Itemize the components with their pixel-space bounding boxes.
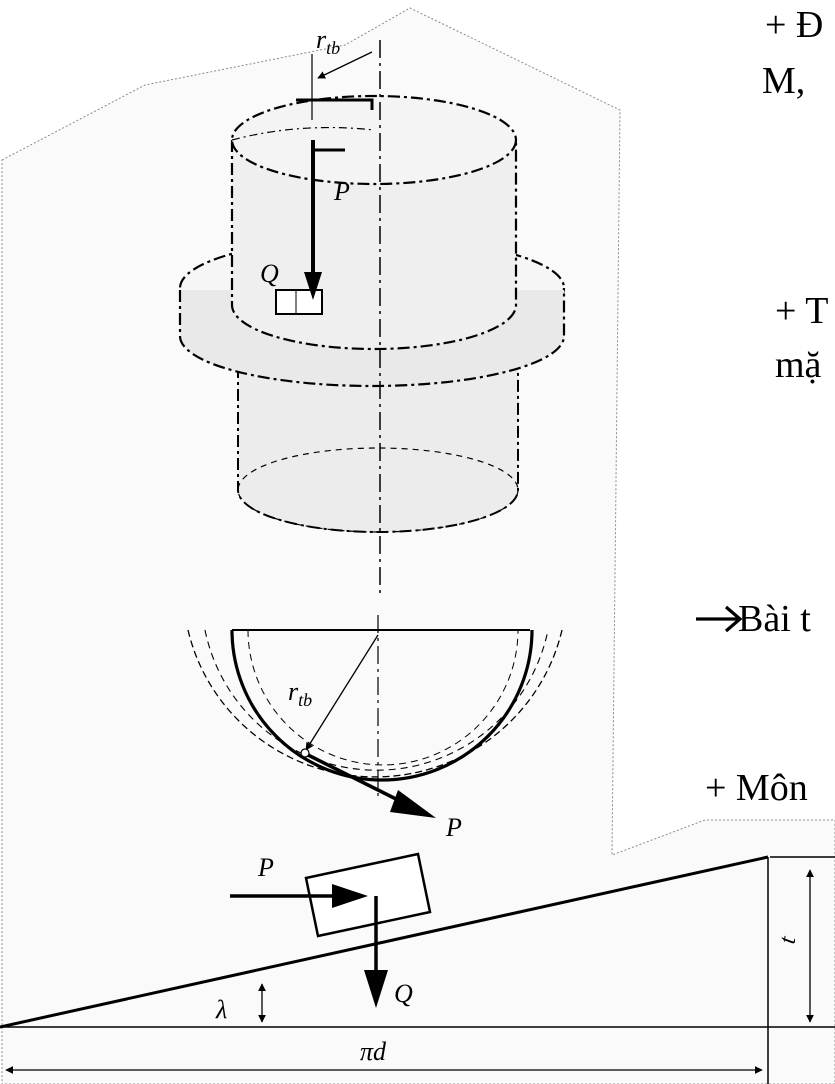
right-arrow-icon [692,598,752,638]
label-rtb-mid: rtb [288,677,312,710]
label-P-bottom: P [257,853,274,882]
label-lambda: λ [215,995,227,1024]
label-Q-top: Q [260,259,279,288]
bullet-text-line-2: M, [762,60,806,102]
label-P-top: P [333,177,350,206]
label-pi-d: πd [360,1037,387,1066]
bullet-text-line-5: Bài t [738,598,811,640]
screw-nut-3d [178,40,566,595]
inclined-plane [0,852,835,1084]
bullet-text-line-4: mặ [775,344,822,386]
bullet-text-line-3: + T [775,290,829,332]
label-P-mid: P [445,813,462,842]
bullet-text-line-1: + Đ [765,4,824,46]
label-Q-bottom: Q [394,979,413,1008]
label-rtb-top: rtb [316,25,340,58]
thread-cross-section [187,615,563,818]
bullet-text-line-6: + Môn [705,767,808,809]
